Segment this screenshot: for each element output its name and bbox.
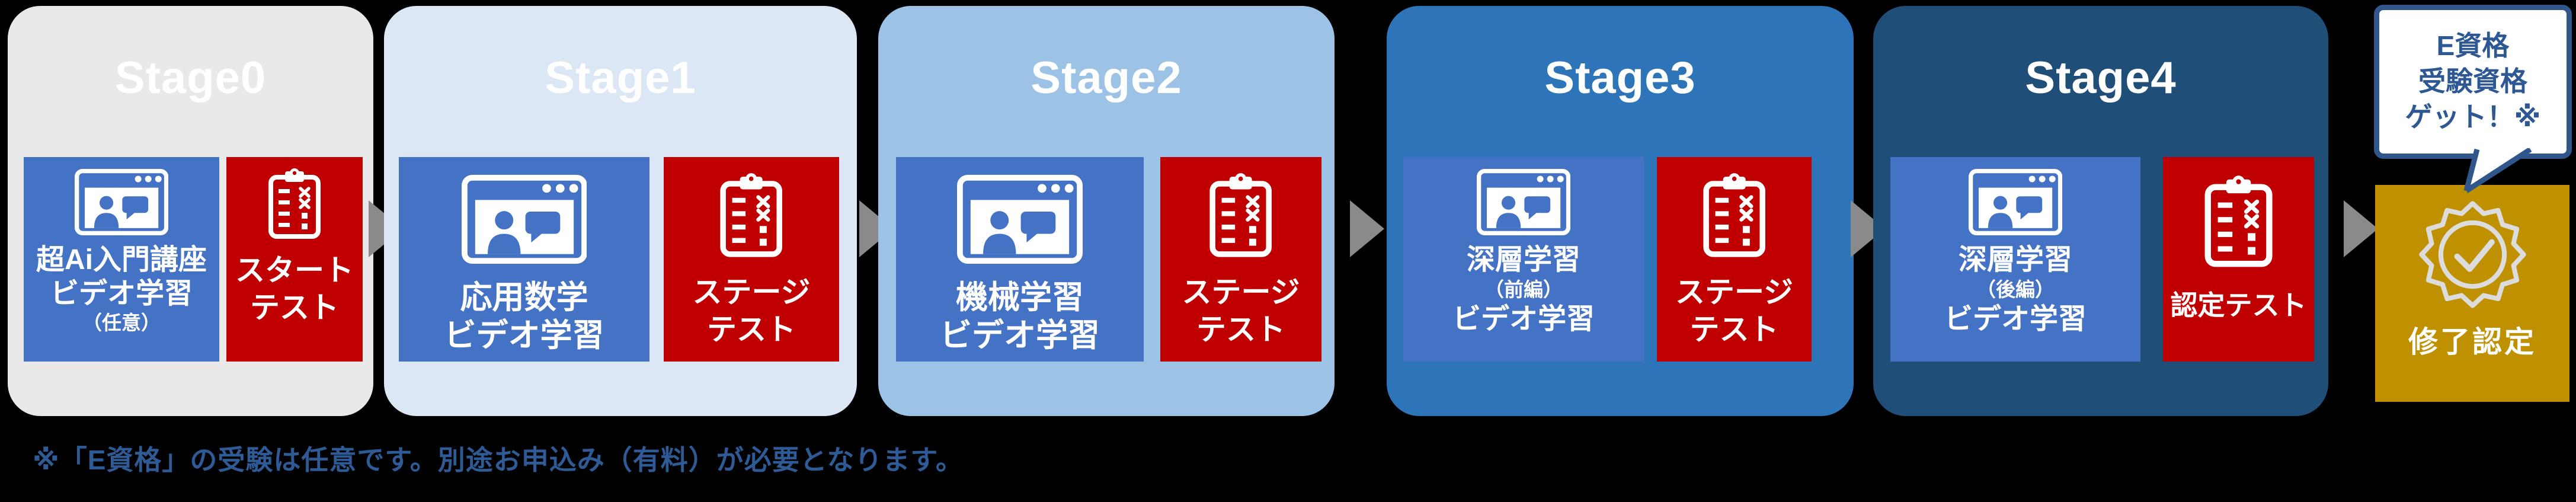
test-label-line: ステージ — [692, 276, 811, 309]
test-clipboard-icon — [1702, 172, 1767, 258]
stage-card-stage1: Stage1 応用数学 ビデオ学習 ステージ テスト — [384, 6, 857, 416]
test-label-line: ステージ — [1182, 276, 1300, 309]
video-learning-box: 応用数学 ビデオ学習 — [399, 157, 649, 362]
video-label-line: 応用数学 — [460, 280, 588, 315]
video-label-part: （後編） — [1976, 278, 2055, 300]
stage-card-stage0: Stage0 超Ai入門講座 ビデオ学習 （任意） スタ — [8, 6, 373, 416]
completion-label: 修了認定 — [2408, 325, 2536, 359]
test-label-line: テスト — [707, 312, 796, 346]
video-label-line: 超Ai入門講座 — [36, 244, 207, 276]
video-learning-icon — [1476, 169, 1571, 235]
video-label-part: （前編） — [1484, 278, 1563, 300]
video-label-line: ビデオ学習 — [1452, 303, 1595, 335]
test-clipboard-icon — [719, 172, 783, 258]
video-learning-icon — [74, 169, 169, 235]
arrow-right-icon — [1350, 200, 1384, 257]
e-qualification-speech-bubble: E資格 受験資格 ゲット！※ — [2374, 5, 2572, 159]
test-label-line: スタート — [235, 254, 354, 287]
video-learning-box: 機械学習 ビデオ学習 — [896, 157, 1144, 362]
video-label-line: 機械学習 — [956, 280, 1084, 315]
video-learning-box: 超Ai入門講座 ビデオ学習 （任意） — [24, 157, 219, 362]
video-learning-icon — [461, 175, 587, 264]
bubble-line: 受験資格 — [2418, 66, 2527, 97]
stage-title: Stage3 — [1544, 53, 1696, 103]
stage-title: Stage4 — [2025, 53, 2177, 103]
video-label-line: 深層学習 — [1466, 244, 1580, 276]
video-learning-box: 深層学習 （前編） ビデオ学習 — [1403, 157, 1644, 362]
test-label-line: テスト — [250, 290, 339, 324]
test-box: スタート テスト — [226, 157, 363, 362]
test-clipboard-icon — [1208, 172, 1273, 258]
certification-badge-icon — [2418, 201, 2526, 308]
video-label-line: ビデオ学習 — [1944, 303, 2087, 335]
test-label-line: 認定テスト — [2170, 290, 2307, 321]
stage-title: Stage0 — [114, 53, 267, 103]
video-learning-box: 深層学習 （後編） ビデオ学習 — [1890, 157, 2140, 362]
test-box: 認定テスト — [2163, 157, 2314, 362]
test-label-line: ステージ — [1675, 276, 1793, 309]
test-label-line: テスト — [1689, 312, 1779, 346]
speech-bubble-tail — [2463, 148, 2532, 193]
stage-title: Stage2 — [1031, 53, 1182, 103]
footnote-text: ※「E資格」の受験は任意です。別途お申込み（有料）が必要となります。 — [33, 445, 964, 475]
completion-certification-box: 修了認定 — [2375, 185, 2569, 402]
video-label-line: ビデオ学習 — [444, 317, 604, 353]
video-label-optional: （任意） — [82, 312, 161, 334]
stage-card-stage4: Stage4 深層学習 （後編） ビデオ学習 認定テスト — [1873, 6, 2328, 416]
bubble-line: E資格 — [2436, 30, 2510, 62]
video-label-line: ビデオ学習 — [50, 277, 193, 309]
test-label-line: テスト — [1196, 312, 1285, 346]
test-box: ステージ テスト — [1657, 157, 1812, 362]
bubble-line: ゲット！※ — [2405, 101, 2541, 132]
test-clipboard-icon — [267, 168, 322, 240]
video-label-line: 深層学習 — [1958, 244, 2072, 276]
video-label-line: ビデオ学習 — [940, 317, 1100, 353]
stage-card-stage2: Stage2 機械学習 ビデオ学習 ステージ テスト — [878, 6, 1335, 416]
test-box: ステージ テスト — [664, 157, 839, 362]
video-learning-icon — [1968, 169, 2063, 235]
video-learning-icon — [957, 175, 1083, 264]
test-box: ステージ テスト — [1160, 157, 1321, 362]
stage-title: Stage1 — [545, 53, 696, 103]
stage-card-stage3: Stage3 深層学習 （前編） ビデオ学習 ステージ — [1387, 6, 1854, 416]
arrow-right-icon — [2344, 200, 2378, 257]
test-clipboard-icon — [2203, 175, 2274, 268]
